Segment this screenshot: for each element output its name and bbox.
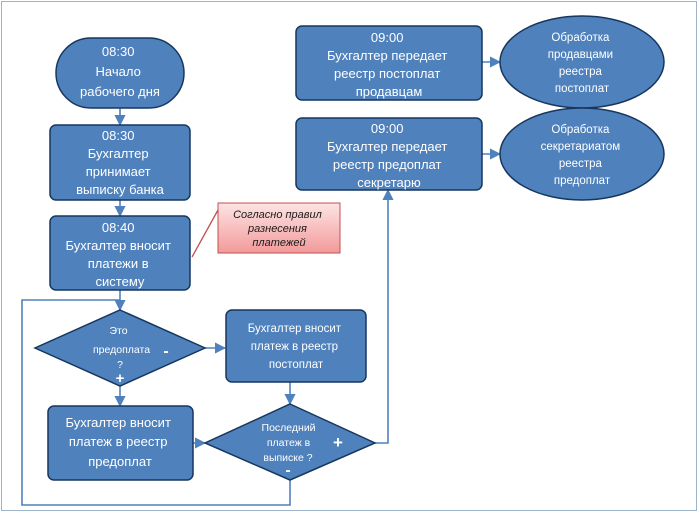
- proc-sales-node: Обработка продавцами реестра постоплат: [499, 15, 665, 109]
- receive-node: 08:30 Бухгалтер принимает выписку банка: [49, 124, 191, 201]
- start-node-text: 08:30 Начало рабочего дня: [80, 44, 160, 99]
- prepay-no-sign: -: [163, 343, 168, 360]
- arrow-last-yes: [375, 188, 394, 444]
- post-register-node-text: Бухгалтер вносит платеж в реестр постопл…: [248, 323, 344, 371]
- prepay-yes-sign: +: [116, 370, 125, 387]
- decision-prepay-node: Это предоплата ? - +: [33, 309, 207, 387]
- decision-prepay-text: Это предоплата ?: [93, 325, 153, 371]
- proc-secretary-node: Обработка секретариатом реестра предопла…: [499, 107, 665, 201]
- proc-secretary-node-text: Обработка секретариатом реестра предопла…: [541, 124, 624, 187]
- post-register-node: Бухгалтер вносит платеж в реестр постопл…: [225, 309, 367, 383]
- enter-payments-node: 08:40 Бухгалтер вносит платежи в систему: [49, 215, 191, 291]
- decision-last-node: Последний платеж в выписке ? + -: [203, 403, 377, 481]
- last-yes-sign: +: [333, 433, 343, 452]
- arrow-loop-back: [21, 299, 291, 506]
- pre-register-node-text: Бухгалтер вносит платеж в реестр предопл…: [65, 415, 174, 469]
- receive-node-text: 08:30 Бухгалтер принимает выписку банка: [76, 128, 165, 197]
- send-pre-node: 09:00 Бухгалтер передает реестр предопла…: [295, 117, 483, 191]
- proc-sales-node-text: Обработка продавцами реестра постоплат: [548, 32, 617, 95]
- pre-register-node: Бухгалтер вносит платеж в реестр предопл…: [47, 405, 194, 481]
- note-callout-line: [191, 209, 219, 258]
- send-pre-node-text: 09:00 Бухгалтер передает реестр предопла…: [327, 121, 451, 190]
- rules-note-text: Согласно правил разнесения платежей: [233, 209, 325, 249]
- start-node: 08:30 Начало рабочего дня: [55, 37, 185, 109]
- connectors: [21, 56, 502, 506]
- last-no-sign: -: [285, 462, 290, 479]
- rules-note: Согласно правил разнесения платежей: [217, 202, 341, 254]
- send-post-node-text: 09:00 Бухгалтер передает реестр постопла…: [327, 30, 451, 99]
- enter-payments-node-text: 08:40 Бухгалтер вносит платежи в систему: [65, 220, 174, 289]
- decision-last-text: Последний платеж в выписке ?: [262, 422, 319, 464]
- send-post-node: 09:00 Бухгалтер передает реестр постопла…: [295, 25, 483, 101]
